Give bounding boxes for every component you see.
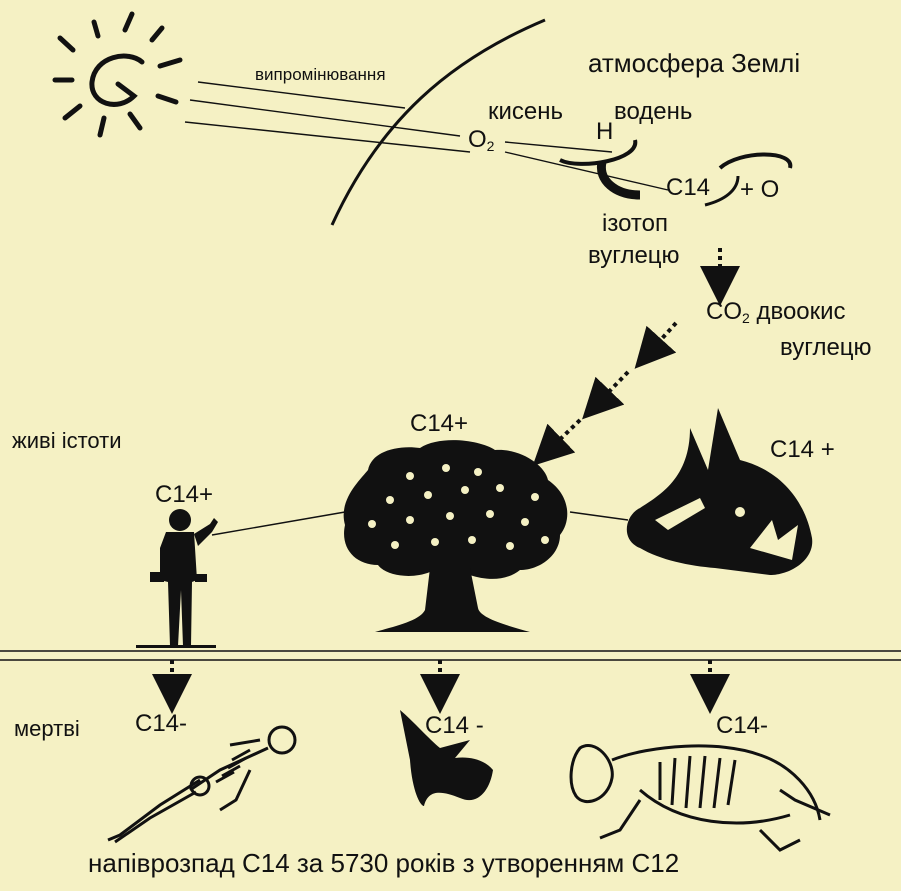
isotope-label-line2: вуглецю: [588, 244, 680, 268]
o2-subscript: 2: [487, 138, 495, 154]
o2-symbol: O: [468, 126, 487, 153]
co2-subscript: 2: [742, 310, 750, 326]
co2-prefix: CO: [706, 298, 742, 325]
skeleton-c14-label: C14-: [135, 712, 187, 736]
stump-c14-label: C14 -: [425, 714, 484, 738]
tree-icon: [344, 440, 568, 632]
horse-c14-label: C14 +: [770, 438, 835, 462]
decay-arrows: [172, 660, 710, 694]
reaction-lines: [505, 142, 668, 190]
dead-label: мертві: [14, 718, 80, 740]
sun-icon: [55, 14, 180, 135]
horse-skeleton-c14-label: C14-: [716, 714, 768, 738]
man-c14-label: C14+: [155, 483, 213, 507]
oxygen-label: кисень: [488, 100, 563, 124]
c14-atom-label: C14: [666, 176, 710, 200]
atmosphere-label: атмосфера Землі: [588, 50, 800, 76]
man-icon: [136, 509, 218, 648]
ground-line: [0, 651, 901, 660]
horse-skeleton-icon: [571, 745, 830, 850]
horse-head-icon: [627, 408, 812, 575]
human-skeleton-icon: [108, 727, 295, 842]
dotted-arrow-icon: [547, 248, 720, 452]
co2-word: двоокис: [756, 298, 845, 325]
radiation-label: випромінювання: [255, 66, 386, 83]
hydrogen-symbol: H: [596, 120, 613, 144]
living-label: живі істоти: [12, 430, 122, 452]
plus-o-label: + O: [740, 178, 779, 202]
co2-label: CO2 двоокис: [706, 300, 846, 325]
tree-c14-label: C14+: [410, 412, 468, 436]
isotope-label-line1: ізотоп: [602, 212, 668, 236]
o2-label: O2: [468, 128, 494, 153]
caption: напіврозпад C14 за 5730 років з утворенн…: [88, 850, 679, 876]
co2-label-line2: вуглецю: [780, 336, 872, 360]
hydrogen-label: водень: [614, 100, 692, 124]
